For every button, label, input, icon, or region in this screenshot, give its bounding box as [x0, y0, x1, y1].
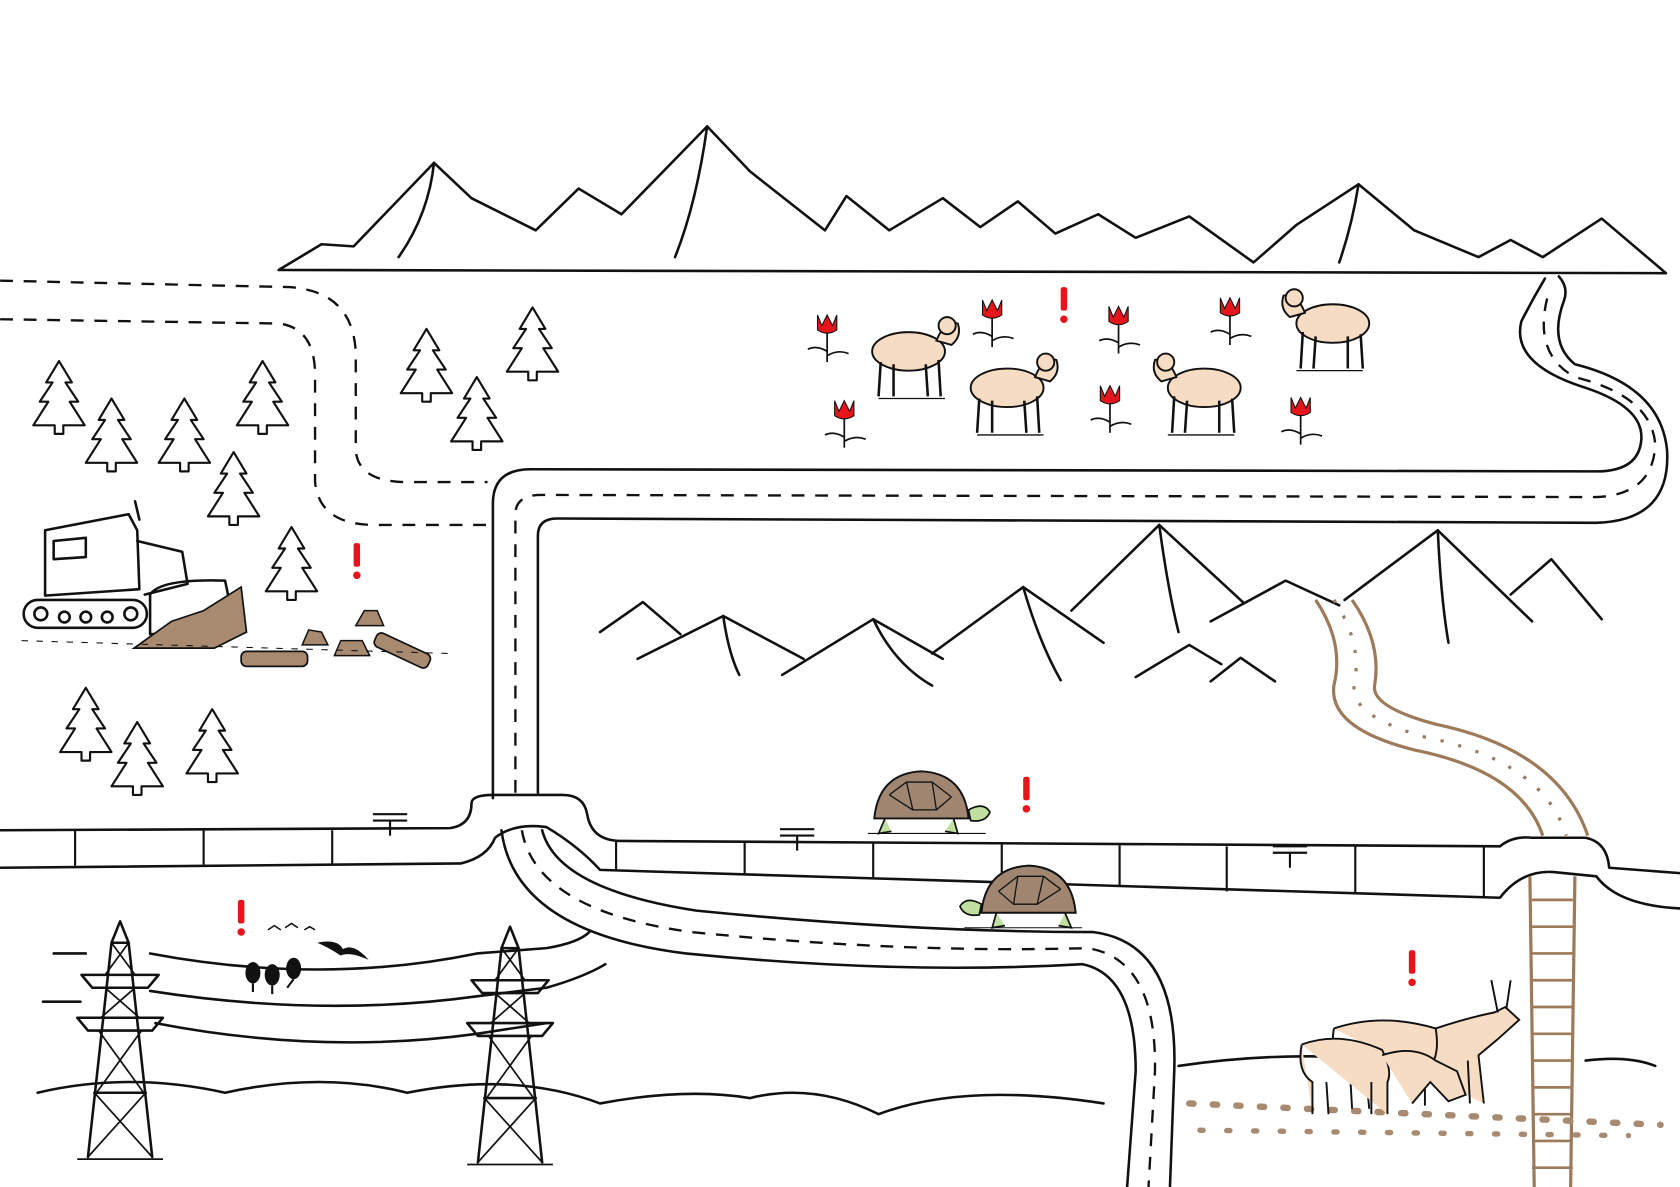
exclamation-icon [353, 543, 361, 580]
wall-barrier [0, 793, 1680, 910]
railway [1314, 599, 1590, 1187]
turtles [866, 770, 1084, 929]
hills [36, 1055, 1664, 1139]
antelope-icon [1299, 980, 1521, 1115]
birds [245, 922, 369, 995]
bulldozer-icon [21, 500, 451, 669]
exclamation-icon [1022, 776, 1031, 813]
dashed-trail [0, 279, 488, 527]
pylon-icon [465, 925, 555, 1166]
pylon-icon [75, 920, 165, 1161]
exclamation-icon [237, 899, 245, 936]
ram-icon [1281, 287, 1371, 372]
forest [32, 306, 560, 796]
ram-icon [870, 315, 961, 400]
ram-icon [969, 352, 1059, 437]
exclamation-icon [1060, 287, 1068, 323]
power-lines [41, 920, 607, 1166]
mountain-range-top [277, 125, 1668, 275]
road [491, 275, 1669, 1187]
mountain-range-middle [598, 523, 1603, 687]
exclamation-icon [1408, 950, 1416, 987]
bird-icon [245, 922, 369, 995]
antelopes [1299, 980, 1521, 1115]
